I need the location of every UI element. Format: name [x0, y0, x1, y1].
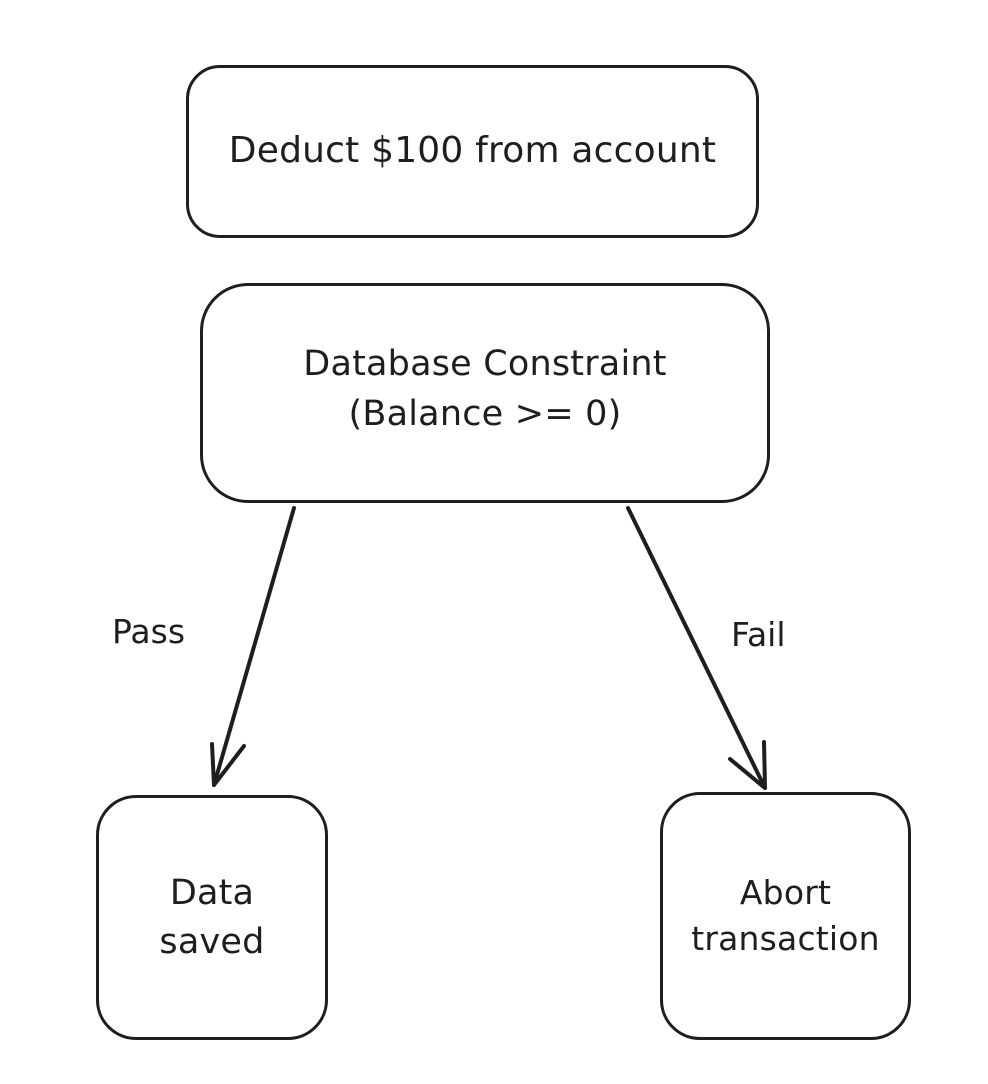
fail-arrow-line [626, 506, 767, 790]
constraint-node-label: Database Constraint (Balance >= 0) [303, 340, 666, 445]
constraint-node-condition: (Balance >= 0) [348, 394, 622, 434]
fail-arrow-head [728, 740, 767, 790]
data-saved-node-label: Data saved [159, 869, 264, 967]
fail-label: Fail [731, 615, 786, 654]
deduct-node: Deduct $100 from account [186, 65, 759, 238]
pass-arrow-head [210, 742, 246, 787]
constraint-node-title: Database Constraint [303, 344, 667, 385]
pass-arrow [210, 506, 296, 787]
abort-transaction-node: Abort transaction [660, 792, 911, 1040]
pass-label: Pass [112, 612, 186, 651]
abort-transaction-node-label: Abort transaction [691, 870, 880, 962]
fail-arrow [626, 506, 767, 790]
constraint-node: Database Constraint (Balance >= 0) [200, 283, 770, 503]
abort-line-2: transaction [691, 919, 880, 958]
pass-arrow-line [212, 506, 296, 787]
data-saved-line-2: saved [159, 921, 265, 962]
data-saved-line-1: Data [169, 872, 255, 913]
deduct-node-label: Deduct $100 from account [228, 130, 717, 172]
abort-line-1: Abort [739, 872, 832, 912]
data-saved-node: Data saved [96, 795, 328, 1040]
